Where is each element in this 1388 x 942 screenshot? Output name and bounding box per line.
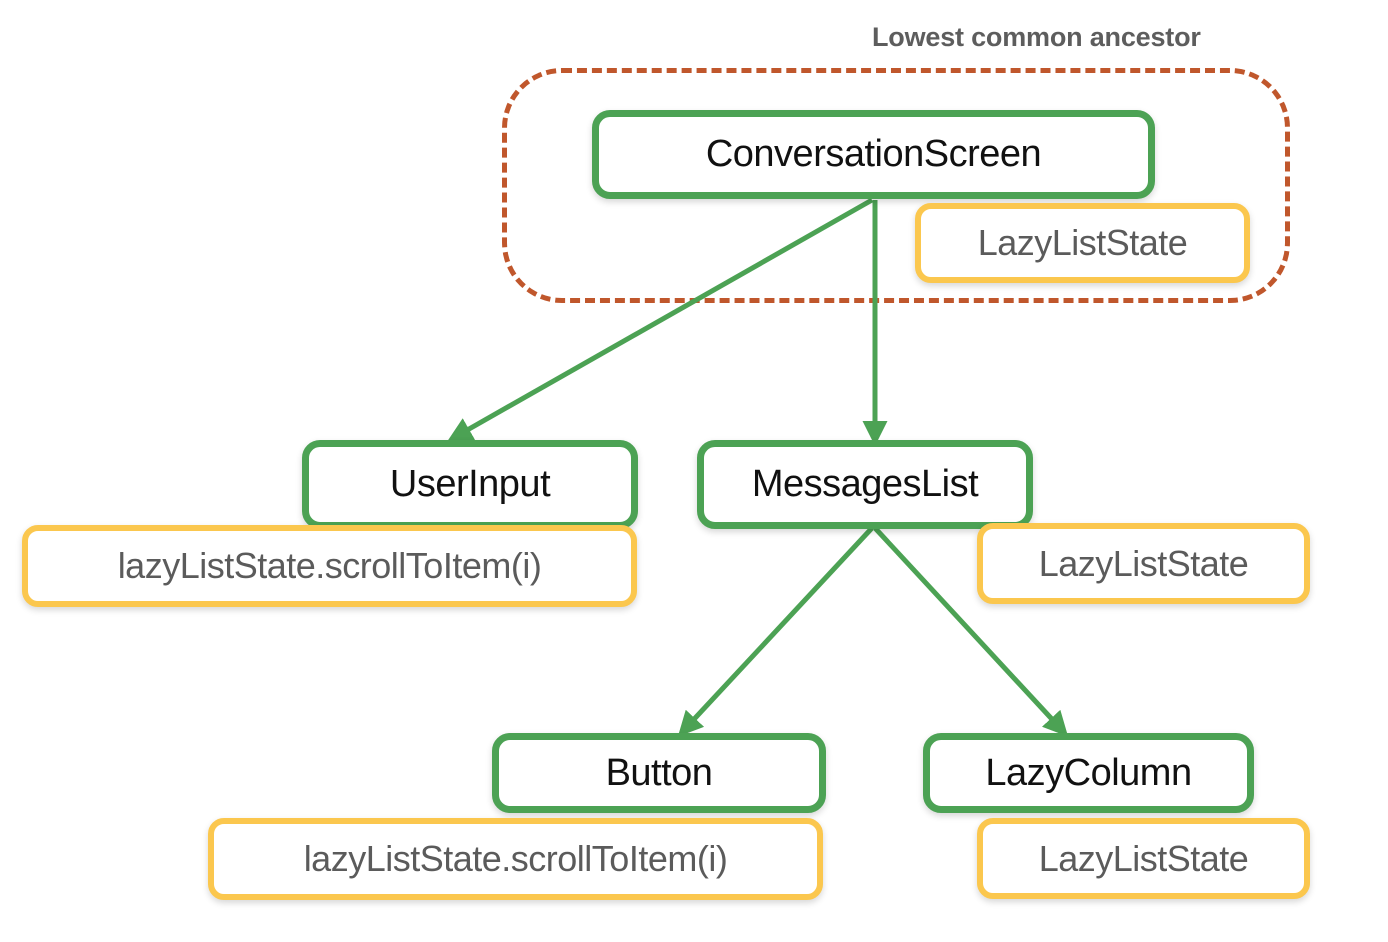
badge-conversation-screen-state[interactable]: LazyListState (915, 203, 1250, 283)
badge-button-state-label: lazyListState.scrollToItem(i) (303, 838, 728, 879)
node-user-input[interactable]: UserInput (302, 440, 638, 529)
badge-lazy-column-state-label: LazyListState (1038, 837, 1249, 879)
node-conversation-screen[interactable]: ConversationScreen (592, 110, 1155, 199)
badge-messages-list-state[interactable]: LazyListState (977, 523, 1310, 604)
badge-user-input-state[interactable]: lazyListState.scrollToItem(i) (22, 525, 637, 607)
node-messages-list-label: MessagesList (751, 463, 979, 505)
node-button-label: Button (605, 751, 713, 794)
node-lazy-column-label: LazyColumn (985, 751, 1192, 794)
node-messages-list[interactable]: MessagesList (697, 440, 1033, 529)
lowest-common-ancestor-region (502, 68, 1290, 303)
badge-lazy-column-state[interactable]: LazyListState (977, 818, 1310, 899)
node-conversation-screen-label: ConversationScreen (705, 133, 1042, 175)
badge-conversation-screen-state-label: LazyListState (977, 222, 1188, 263)
node-user-input-label: UserInput (389, 463, 551, 505)
badge-messages-list-state-label: LazyListState (1038, 542, 1249, 584)
badge-user-input-state-label: lazyListState.scrollToItem(i) (117, 545, 542, 586)
node-button[interactable]: Button (492, 733, 826, 813)
badge-button-state[interactable]: lazyListState.scrollToItem(i) (208, 818, 823, 900)
lowest-common-ancestor-label: Lowest common ancestor (872, 22, 1201, 52)
edge-messages-list-to-button (677, 526, 874, 737)
node-lazy-column[interactable]: LazyColumn (923, 733, 1254, 813)
